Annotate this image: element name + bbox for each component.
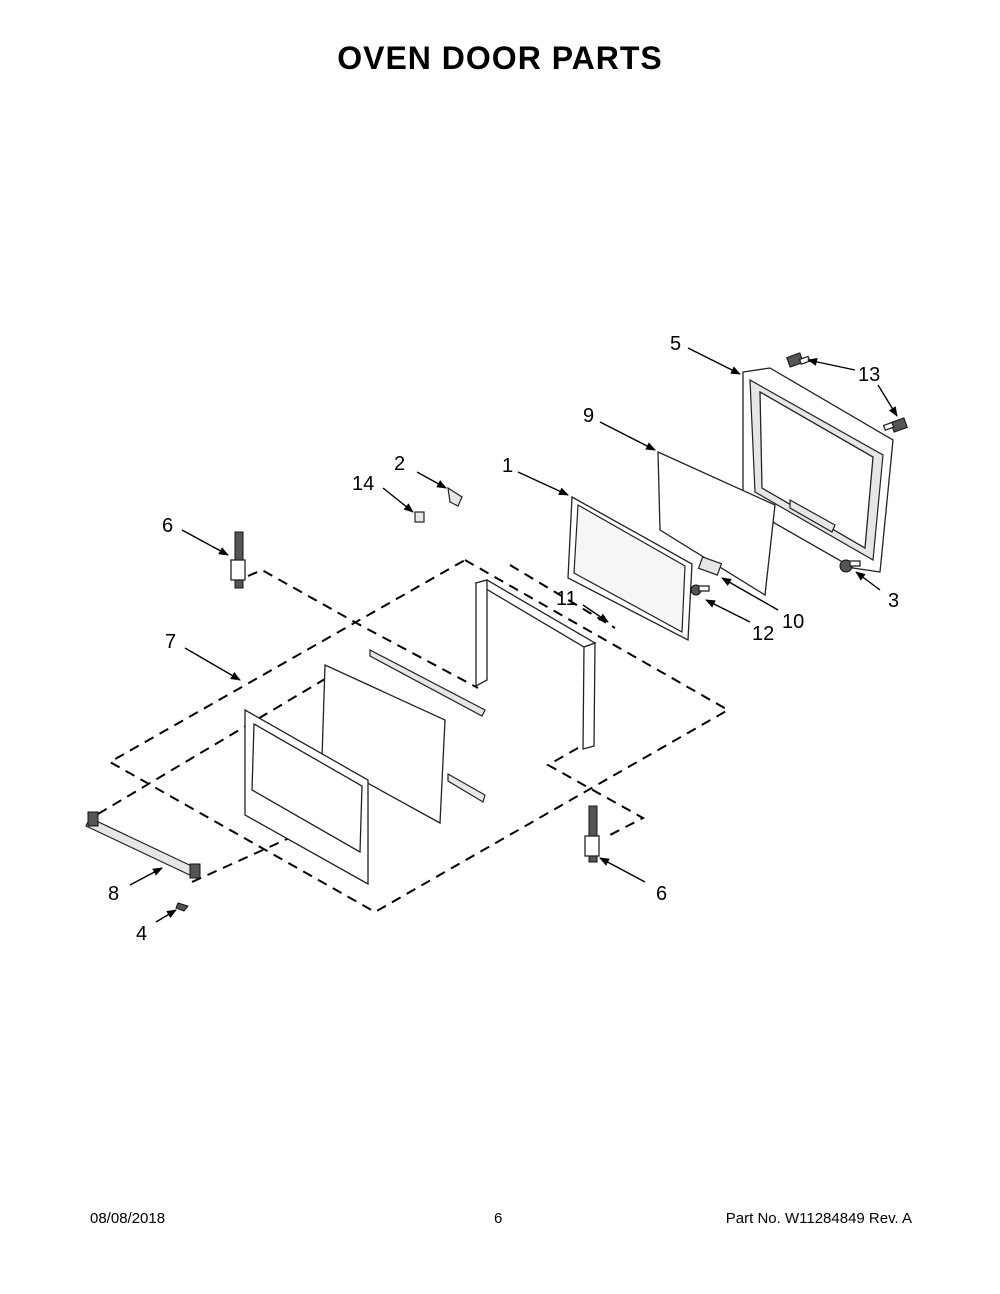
callout-6-bottom: 6 xyxy=(656,883,667,905)
part-6-hinge-right xyxy=(584,805,600,863)
middle-glass xyxy=(321,664,446,825)
callout-2: 2 xyxy=(394,453,405,475)
leader-13a xyxy=(807,357,856,371)
part-6-hinge-left xyxy=(230,531,246,589)
part-13-screw-top xyxy=(786,352,811,368)
part-13-screw-right xyxy=(882,417,908,433)
callout-4: 4 xyxy=(136,923,147,945)
leader-5 xyxy=(687,347,741,375)
callout-14: 14 xyxy=(352,473,374,495)
leader-13b xyxy=(877,384,898,417)
part-11-door-frame xyxy=(474,579,597,750)
part-1-inner-door-panel xyxy=(567,495,693,642)
callout-8: 8 xyxy=(108,883,119,905)
leader-3 xyxy=(855,571,881,591)
lower-trim-strip xyxy=(447,772,486,803)
callout-6-top: 6 xyxy=(162,515,173,537)
callout-10: 10 xyxy=(782,611,804,633)
handle-dashed-leader-lower xyxy=(191,834,297,883)
part-5-inner-door-frame xyxy=(742,367,894,573)
callout-11: 11 xyxy=(556,588,577,610)
footer-part-number: Part No. W11284849 Rev. A xyxy=(725,1210,912,1227)
page-title: OVEN DOOR PARTS xyxy=(337,40,663,76)
outer-door-panel xyxy=(244,708,369,886)
leader-6b xyxy=(599,857,646,883)
callout-13: 13 xyxy=(858,364,880,386)
callout-1: 1 xyxy=(502,455,513,477)
leader-2 xyxy=(416,471,447,489)
callout-9: 9 xyxy=(583,405,594,427)
handle-dashed-leader xyxy=(97,675,331,815)
part-8-handle xyxy=(85,811,201,879)
callout-3: 3 xyxy=(888,590,899,612)
callout-5: 5 xyxy=(670,333,681,355)
hinge-right-dashed-leader xyxy=(545,747,646,837)
callout-7: 7 xyxy=(165,631,176,653)
leader-8 xyxy=(129,867,163,886)
leader-14 xyxy=(382,487,414,513)
footer-page-number: 6 xyxy=(494,1210,503,1227)
part-3-screw xyxy=(839,559,861,573)
leader-1 xyxy=(517,471,569,496)
leader-7 xyxy=(184,647,241,681)
leader-12 xyxy=(705,599,751,623)
leader-4 xyxy=(155,909,177,923)
upper-trim-strip xyxy=(369,649,486,717)
part-10-bracket xyxy=(697,556,723,576)
callout-12: 12 xyxy=(752,623,774,645)
leader-11 xyxy=(582,604,609,623)
part-9-inner-glass xyxy=(657,450,776,597)
leader-6a xyxy=(181,529,229,556)
part-2-clip xyxy=(447,486,463,507)
leader-10 xyxy=(721,577,779,611)
leader-9 xyxy=(599,421,656,451)
part-4-insert xyxy=(175,902,189,912)
screw-dashed-leader xyxy=(509,564,616,629)
part-12-screw xyxy=(690,584,710,596)
footer-date: 08/08/2018 xyxy=(90,1210,166,1227)
hinge-left-dashed-leader xyxy=(247,568,479,689)
part-14-clip xyxy=(414,511,425,523)
